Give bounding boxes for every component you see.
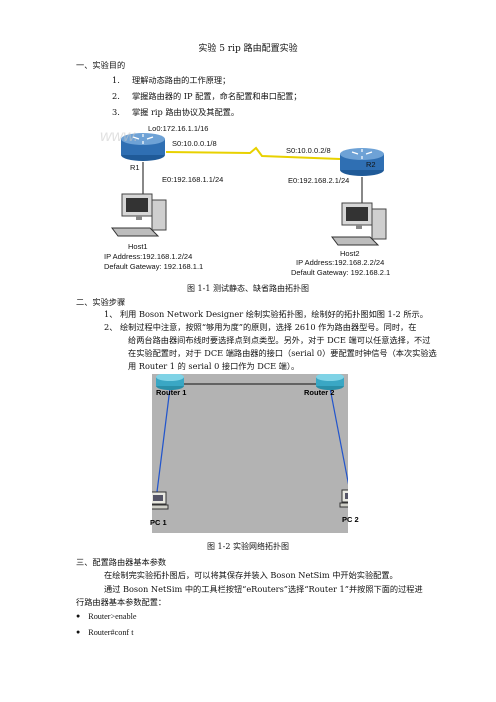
host2-ip: IP Address:192.168.2.2/24: [296, 258, 385, 267]
router-r1-icon: [121, 133, 165, 161]
figure-2-graphics: [152, 374, 348, 510]
r1-name-label: R1: [130, 163, 140, 172]
section-3-heading: 三、配置路由器基本参数: [76, 557, 167, 567]
fig2-link-r1-pc1: [156, 387, 171, 493]
command-bullet: Router>enable: [76, 611, 136, 623]
r1-loopback-label: Lo0:172.16.1.1/16: [148, 124, 209, 133]
section-3-paragraph-2-line-1: 通过 Boson NetSim 中的工具栏按钮“eRouters”选择“Rout…: [104, 584, 423, 594]
step-2-line-3: 在实验配置时，对于 DCE 端路由器的接口（serial 0）要配置时钟信号（本…: [128, 348, 437, 358]
host1-ip: IP Address:192.168.1.2/24: [104, 252, 193, 261]
fig2-pc2-icon: [339, 489, 348, 508]
figure-2-caption: 图 1-2 实验网络拓扑图: [207, 542, 289, 551]
host1-gateway: Default Gateway: 192.168.1.1: [104, 262, 204, 271]
host2-computer-icon: [331, 202, 387, 246]
step-2-line-2: 给两台路由器间布线时要选择点到点类型。另外，对于 DCE 端可以任意选择，不过: [128, 335, 431, 345]
fig2-router1-icon: [156, 374, 184, 390]
fig2-pc2-label: PC 2: [342, 515, 359, 524]
fig2-pc1-icon: [152, 491, 169, 510]
list-item: 1.理解动态路由的工作原理；: [112, 75, 231, 85]
r2-s0-label: S0:10.0.0.2/8: [286, 146, 331, 155]
command-bullet: Router#conf t: [76, 627, 133, 639]
step-2-line-4: 用 Router 1 的 serial 0 接口作为 DCE 端）。: [128, 361, 300, 371]
host1-computer-icon: [111, 193, 167, 237]
host2-gateway: Default Gateway: 192.168.2.1: [291, 268, 391, 277]
figure-1-graphics: [111, 133, 387, 246]
host2-name: Host2: [340, 249, 360, 258]
list-item: 3.掌握 rip 路由协议及其配置。: [112, 107, 240, 117]
fig2-pc1-label: PC 1: [150, 518, 167, 527]
host1-name: Host1: [128, 242, 148, 251]
section-2-heading: 二、实验步骤: [76, 297, 126, 307]
step-1: 1、 利用 Boson Network Designer 绘制实验拓扑图，绘制好…: [104, 309, 428, 319]
watermark: www.: [100, 128, 139, 145]
fig2-router2-icon: [316, 374, 344, 390]
serial-link: [165, 146, 341, 160]
section-3-paragraph-2-line-2: 行路由器基本参数配置：: [76, 597, 167, 607]
figure-1: www. Lo0:172.16.1.1/16 S0:10.0.0.1/8 R1 …: [0, 0, 496, 300]
fig2-link-r2-pc2: [329, 387, 348, 485]
fig2-router2-label: Router 2: [304, 388, 335, 397]
r2-e0-label: E0:192.168.2.1/24: [288, 176, 350, 185]
r1-s0-label: S0:10.0.0.1/8: [172, 139, 217, 148]
section-1-heading: 一、实验目的: [76, 60, 126, 70]
section-3-paragraph-1: 在绘制完实验拓扑图后，可以将其保存并装入 Boson NetSim 中开始实验配…: [104, 570, 398, 580]
r2-name-label: R2: [366, 160, 376, 169]
step-2-line-1: 2、 绘制过程中注意，按照“够用为度”的原则，选择 2610 作为路由器型号。同…: [104, 322, 417, 332]
figure-2: Router 1 Router 2 PC 1 PC 2: [150, 374, 359, 533]
list-item: 2.掌握路由器的 IP 配置，命名配置和串口配置；: [112, 91, 302, 101]
r1-e0-label: E0:192.168.1.1/24: [162, 175, 224, 184]
doc-title: 实验 5 rip 路由配置实验: [198, 44, 298, 54]
fig2-router1-label: Router 1: [156, 388, 187, 397]
router-r2-icon: [340, 148, 384, 176]
figure-1-caption: 图 1-1 测试静态、缺省路由拓扑图: [187, 284, 309, 293]
